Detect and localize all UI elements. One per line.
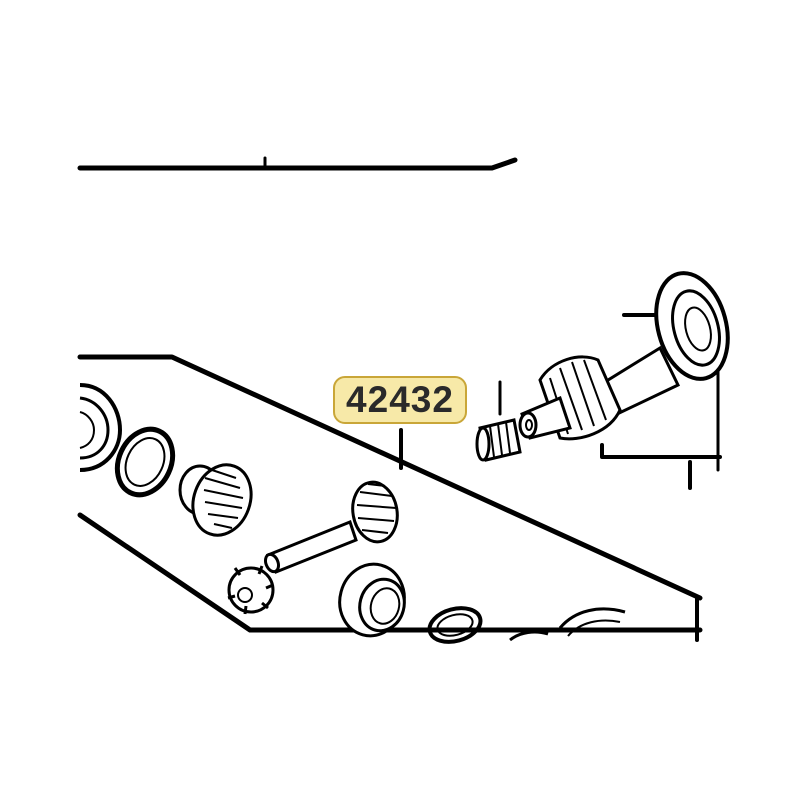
washer-ring-icon (114, 426, 176, 498)
left-bearing-icon (79, 383, 123, 472)
small-pinion-gear-icon (227, 565, 275, 615)
part-number-label: 42432 (333, 376, 467, 424)
right-bracket-bottom (600, 443, 722, 459)
cross-pin-shaft-icon (263, 520, 358, 574)
assembly-frame-lower (77, 512, 703, 633)
ring-gear-icon (509, 607, 626, 642)
upper-pinion-gear-icon (351, 480, 399, 544)
assembly-frame-upper (77, 354, 703, 601)
drive-pinion-icon (518, 345, 681, 441)
needle-bearing-icon (475, 418, 522, 462)
lower-side-gear-icon (338, 562, 406, 638)
upper-right-bearing-icon (654, 271, 730, 381)
side-gear-icon (178, 463, 253, 537)
lower-washer-ring-icon (427, 606, 483, 644)
housing-top-edge (77, 157, 518, 171)
